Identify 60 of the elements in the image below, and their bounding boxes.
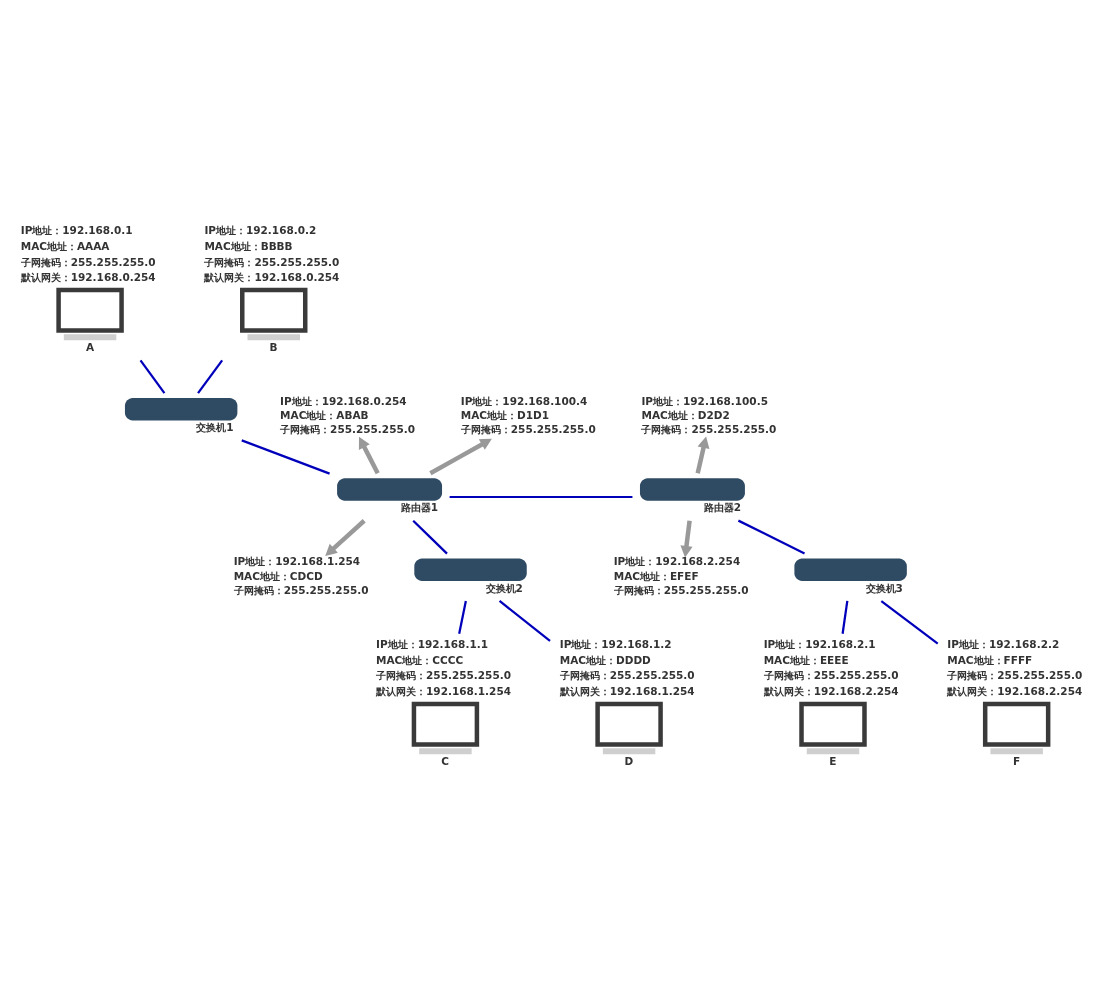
node-text: IP地址：192.168.100.5 MAC地址：D2D2 子网掩码：255.255.255.0 (641, 394, 777, 435)
connector (458, 600, 467, 634)
arrow (680, 519, 693, 558)
node-label: 子网掩码：255.255.255.0 (559, 668, 695, 681)
node-text: IP地址：192.168.100.4 MAC地址：D1D1 子网掩码：255.255.255.0 (460, 394, 596, 435)
node-label: 子网掩码：255.255.255.0 (763, 668, 899, 681)
node-label: D (624, 754, 634, 767)
node-label: 默认网关：192.168.0.254 (20, 270, 156, 283)
node-label: 交换机3 (865, 581, 903, 594)
node-label: 默认网关：192.168.1.254 (376, 684, 511, 697)
node-label: MAC地址：BBBB (204, 239, 293, 252)
node-text: IP地址：192.168.0.254 MAC地址：ABAB 子网掩码：255.255.255.0 (280, 394, 416, 435)
node-label: C (441, 754, 449, 767)
node-label: MAC地址：DDDD (559, 653, 651, 666)
node-label: 路由器1 (400, 500, 439, 513)
node-box (337, 477, 443, 501)
node-label: 路由器2 (703, 500, 741, 513)
node-label: 子网掩码：255.255.255.0 (204, 255, 340, 267)
node-box (124, 397, 238, 421)
arrow (325, 518, 366, 556)
node-label: 子网掩码：255.255.255.0 (376, 668, 511, 681)
connector (498, 599, 551, 642)
connector (449, 495, 633, 498)
node-label: IP地址：192.168.2.2 (947, 637, 1060, 650)
connector (841, 600, 849, 634)
node-box (794, 557, 907, 581)
node-label: 交换机2 (485, 581, 523, 594)
connector (139, 359, 166, 394)
node-label: IP地址：192.168.0.1 (20, 223, 133, 236)
node-label: 默认网关：192.168.2.254 (763, 684, 899, 697)
node-text: IP地址：192.168.2.254 MAC地址：EFEF 子网掩码：255.255.255.0 (613, 554, 749, 596)
connector (880, 599, 939, 644)
node-label: MAC地址：AAAA (20, 239, 110, 252)
node-label: IP地址：192.168.0.2 (204, 223, 317, 236)
arrow (695, 435, 710, 474)
arrow (429, 438, 492, 475)
node-label: A (85, 340, 95, 353)
node-label: IP地址：192.168.2.1 (763, 637, 876, 650)
node-label: E (829, 754, 837, 767)
node-label: F (1012, 754, 1021, 767)
node-label: IP地址：192.168.1.2 (559, 637, 672, 650)
node-label: MAC地址：FFFF (947, 653, 1033, 666)
node-label: 默认网关：192.168.1.254 (559, 684, 695, 697)
connector (197, 359, 224, 394)
node-box (639, 477, 745, 501)
node-label: 默认网关：192.168.2.254 (947, 684, 1083, 697)
node-text: IP地址：192.168.1.254 MAC地址：CDCD 子网掩码：255.255.255.0 (233, 554, 369, 596)
node-label: 默认网关：192.168.0.254 (204, 270, 340, 283)
connector (737, 519, 806, 555)
node-label: 交换机1 (196, 420, 234, 433)
node-label: MAC地址：EEEE (763, 653, 849, 666)
node-label: MAC地址：CCCC (376, 653, 464, 666)
arrow (358, 436, 380, 474)
node-box (414, 557, 527, 581)
node-label: 子网掩码：255.255.255.0 (20, 255, 156, 267)
connector (412, 519, 448, 554)
node-label: IP地址：192.168.1.1 (376, 637, 488, 650)
connector (241, 438, 330, 475)
node-label: 子网掩码：255.255.255.0 (947, 668, 1083, 681)
node-label: B (269, 340, 278, 353)
